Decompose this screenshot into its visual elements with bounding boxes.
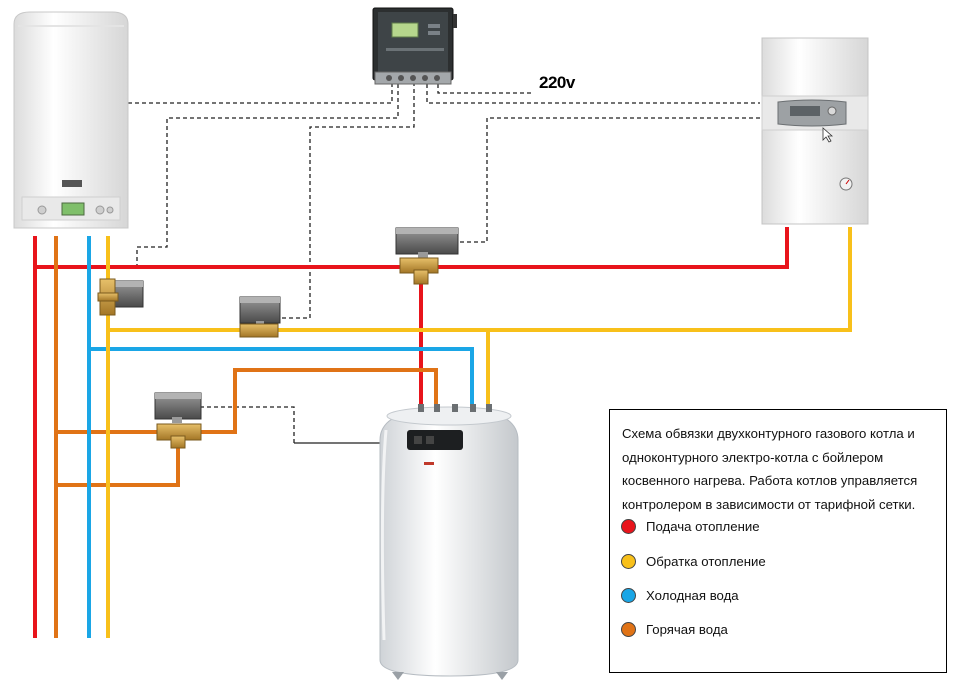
- valve-left: [97, 278, 144, 316]
- legend-label-return: Обратка отопление: [646, 553, 766, 569]
- legend-label-hot: Горячая вода: [646, 621, 728, 637]
- electric-boiler: [761, 37, 869, 225]
- legend-dot-hot: [621, 621, 636, 637]
- legend-dot-supply: [621, 518, 636, 534]
- valve-bottom: [154, 392, 202, 449]
- pipes: [33, 227, 852, 638]
- legend-item-supply: Подача отопление: [621, 516, 760, 536]
- wire-valve-left: [136, 84, 399, 268]
- legend-item-return: Обратка отопление: [621, 551, 766, 571]
- legend-label-cold: Холодная вода: [646, 587, 739, 603]
- valve-right: [395, 227, 459, 285]
- control-wiring: [128, 84, 770, 444]
- legend-dot-cold: [621, 587, 636, 603]
- pipe-cold: [87, 236, 474, 638]
- wire-valve-mid: [282, 84, 415, 319]
- gas-boiler: [13, 11, 129, 229]
- legend-item-hot: Горячая вода: [621, 619, 728, 639]
- legend-description: Схема обвязки двухконтурного газового ко…: [622, 426, 918, 512]
- pipe-supply: [33, 227, 789, 638]
- electric-boiler-display: [790, 106, 820, 116]
- valve-middle: [239, 296, 281, 338]
- controller: [372, 7, 457, 85]
- wire-gas-boiler: [128, 84, 393, 104]
- wire-power: [437, 84, 533, 94]
- gas-boiler-display: [61, 202, 85, 216]
- wire-valve-bottom: [200, 406, 409, 444]
- legend-label-supply: Подача отопление: [646, 518, 760, 534]
- indirect-water-heater: [379, 404, 519, 680]
- wire-electric-boiler: [426, 84, 760, 104]
- controller-screen: [391, 22, 419, 38]
- legend-item-cold: Холодная вода: [621, 585, 739, 605]
- wire-valve-right: [460, 117, 770, 243]
- voltage-label: 220v: [539, 73, 575, 92]
- legend-dot-return: [621, 553, 636, 569]
- legend-box: Схема обвязки двухконтурного газового ко…: [609, 409, 947, 673]
